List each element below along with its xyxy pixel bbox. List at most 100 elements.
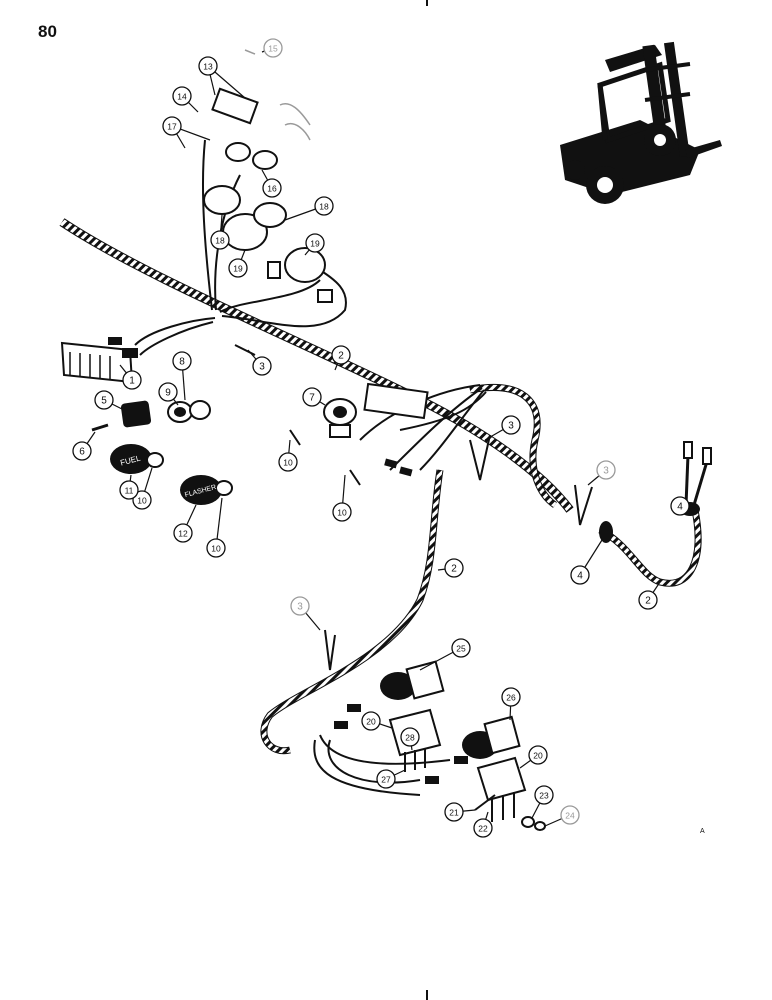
callout-number: 16 [267,184,277,194]
callout-circle [331,345,351,365]
callout-c19a: 19 [228,258,248,278]
callout-c21: 21 [444,802,464,822]
callout-circle [332,502,352,522]
callout-number: 28 [405,733,415,743]
callout-circle [534,785,554,805]
callout-c18a: 18 [210,230,230,250]
callout-circle [376,769,396,789]
callout-c24: 24 [560,805,580,825]
callout-number: 9 [165,388,171,399]
callout-c28: 28 [400,727,420,747]
callout-c4b: 4 [570,565,590,585]
callout-number: 18 [215,236,225,246]
callout-circle [262,178,282,198]
faint-lamp-parts [244,49,311,141]
callout-circle [444,558,464,578]
callout-number: 2 [451,564,457,575]
callout-c11: 11 [119,480,139,500]
callout-c19b: 19 [305,233,325,253]
callout-number: 1 [129,376,135,387]
callout-c13: 13 [198,56,218,76]
callout-c10b: 10 [206,538,226,558]
callout-circle [210,230,230,250]
callout-c7: 7 [302,387,322,407]
callout-number: 20 [533,751,543,761]
callout-circle [172,351,192,371]
callout-circle [290,596,310,616]
callout-number: 10 [337,508,347,518]
callout-number: 27 [381,775,391,785]
callout-c10a: 10 [132,490,152,510]
callout-number: 19 [233,264,243,274]
callout-number: 25 [456,644,466,654]
page-number: 80 [38,22,57,41]
callout-number: 7 [309,393,315,404]
callout-circle [451,638,471,658]
callout-number: 20 [366,717,376,727]
callout-c10d: 10 [332,502,352,522]
top-crop-mark [426,0,428,6]
callout-c4a: 4 [670,496,690,516]
callout-number: 4 [677,502,683,513]
callout-circle [473,818,493,838]
callout-number: 4 [577,571,583,582]
callout-balloons: 1222333344567891010101011121314151617181… [72,38,690,838]
callout-circle [501,415,521,435]
flasher-relays [380,660,521,759]
callout-circle [172,86,192,106]
callout-circle [305,233,325,253]
harness-clips [234,344,593,671]
callout-number: 21 [449,808,459,818]
callout-circle [314,196,334,216]
relay-leads [313,704,468,796]
callout-c2c: 2 [638,590,658,610]
callout-circle [263,38,283,58]
callout-circle [158,382,178,402]
callout-c3d: 3 [290,596,310,616]
callout-circle [72,441,92,461]
callout-number: 6 [79,447,85,458]
callout-number: 11 [125,486,134,496]
forklift-illustration [560,41,722,204]
callout-number: 8 [179,357,185,368]
callout-number: 10 [283,458,293,468]
main-wiring-harness [59,218,712,755]
switch-knobs: FUEL FLASHER [91,400,233,505]
callout-c3b: 3 [501,415,521,435]
callout-circle [252,356,272,376]
callout-c2b: 2 [444,558,464,578]
callout-c23: 23 [534,785,554,805]
callout-circle [162,116,182,136]
figure-code: A [700,828,705,835]
callout-number: 10 [137,496,147,506]
callout-number: 15 [268,44,278,54]
callout-c22: 22 [473,818,493,838]
callout-number: 2 [645,596,651,607]
callout-c18b: 18 [314,196,334,216]
callout-c12: 12 [173,523,193,543]
callout-c16: 16 [262,178,282,198]
callout-c3a: 3 [252,356,272,376]
indicator-lamps [203,87,333,303]
callout-c1: 1 [122,370,142,390]
callout-number: 26 [506,693,516,703]
callout-circle [596,460,616,480]
callout-number: 3 [508,421,514,432]
callout-circle [206,538,226,558]
callout-number: 23 [539,791,549,801]
callout-c10c: 10 [278,452,298,472]
callout-c27: 27 [376,769,396,789]
temperature-sender [323,382,429,477]
connector-block [60,337,138,384]
callout-circle [302,387,322,407]
callout-number: 10 [211,544,221,554]
callout-circle [560,805,580,825]
callout-number: 13 [203,62,213,72]
callout-circle [198,56,218,76]
callout-number: 2 [338,351,344,362]
callout-c2a: 2 [331,345,351,365]
callout-circle [361,711,381,731]
callout-c5: 5 [94,390,114,410]
